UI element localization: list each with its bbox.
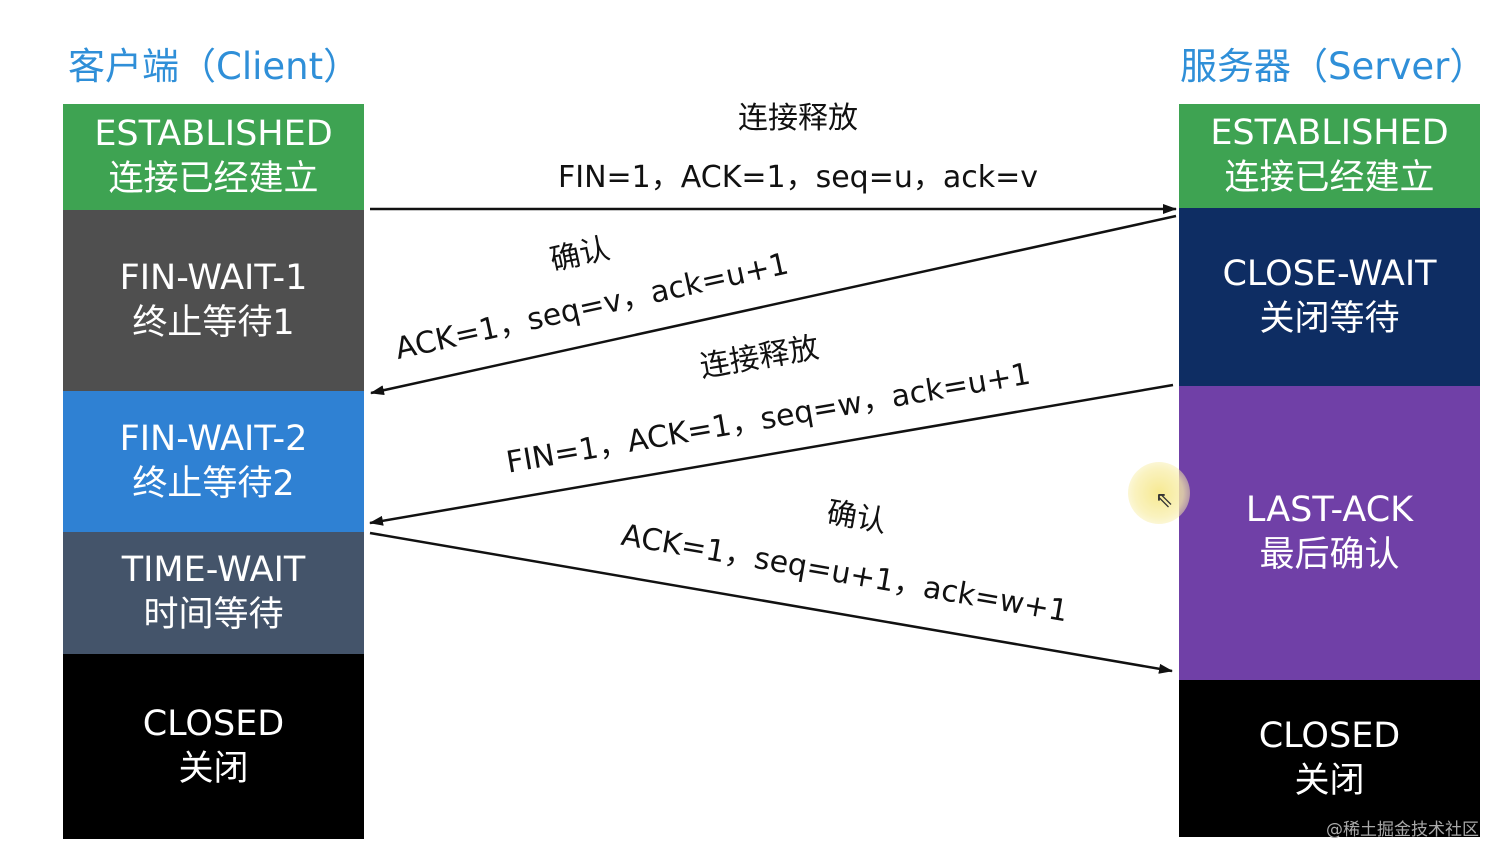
client-state-time-wait: TIME-WAIT 时间等待 (63, 532, 364, 654)
cursor-highlight (1128, 462, 1190, 524)
state-name: CLOSE-WAIT (1222, 254, 1437, 294)
state-desc: 关闭等待 (1259, 299, 1400, 339)
client-state-closed: CLOSED 关闭 (63, 654, 364, 839)
message-4-fields: ACK=1，seq=u+1，ack=w+1 (619, 518, 1071, 630)
state-name: ESTABLISHED (94, 114, 333, 154)
server-state-established: ESTABLISHED 连接已经建立 (1179, 104, 1480, 208)
watermark: @稀土掘金技术社区 (1326, 820, 1479, 840)
client-state-established: ESTABLISHED 连接已经建立 (63, 104, 364, 210)
state-name: TIME-WAIT (121, 550, 306, 590)
client-state-fin-wait-1: FIN-WAIT-1 终止等待1 (63, 210, 364, 391)
message-3-fields: FIN=1，ACK=1，seq=w，ack=u+1 (504, 357, 1033, 481)
state-desc: 时间等待 (143, 595, 284, 635)
message-2-arrow (370, 214, 1177, 396)
client-state-fin-wait-2: FIN-WAIT-2 终止等待2 (63, 391, 364, 532)
state-desc: 连接已经建立 (1224, 158, 1435, 198)
server-title: 服务器（Server） (1180, 45, 1487, 88)
state-desc: 连接已经建立 (108, 159, 319, 199)
state-name: CLOSED (142, 703, 285, 744)
state-desc: 终止等待1 (132, 302, 295, 343)
state-name: ESTABLISHED (1210, 113, 1449, 153)
server-state-close-wait: CLOSE-WAIT 关闭等待 (1179, 208, 1480, 386)
message-2-label: 确认 (547, 231, 613, 278)
server-state-column: ESTABLISHED 连接已经建立 CLOSE-WAIT 关闭等待 LAST-… (1179, 104, 1480, 837)
mouse-pointer-icon: ⇖ (1155, 488, 1174, 513)
state-desc: 关闭 (178, 748, 249, 789)
message-3-arrow (369, 383, 1174, 526)
state-name: LAST-ACK (1245, 490, 1414, 530)
server-state-last-ack: LAST-ACK 最后确认 (1179, 386, 1480, 680)
state-desc: 最后确认 (1259, 535, 1400, 575)
message-3-label: 连接释放 (697, 330, 821, 385)
message-1-label: 连接释放 (738, 101, 858, 136)
state-desc: 终止等待2 (132, 463, 295, 504)
server-state-closed: CLOSED 关闭 (1179, 680, 1480, 837)
message-4-arrow (369, 531, 1173, 674)
client-title: 客户端（Client） (68, 45, 361, 88)
state-name: FIN-WAIT-2 (119, 418, 308, 459)
client-state-column: ESTABLISHED 连接已经建立 FIN-WAIT-1 终止等待1 FIN-… (63, 104, 364, 839)
state-name: CLOSED (1258, 715, 1401, 756)
state-desc: 关闭 (1294, 760, 1365, 801)
message-1-fields: FIN=1，ACK=1，seq=u，ack=v (558, 160, 1038, 195)
state-name: FIN-WAIT-1 (119, 257, 308, 298)
message-4-label: 确认 (824, 495, 889, 540)
